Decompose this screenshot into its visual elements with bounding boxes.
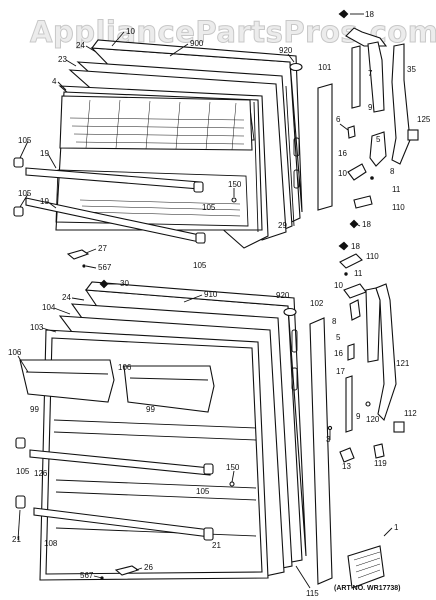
- label-18-c: 18: [351, 242, 360, 251]
- label-99-a: 99: [30, 405, 39, 414]
- label-7: 7: [368, 69, 373, 78]
- top-hinge-hardware: [338, 9, 419, 229]
- label-110-top: 110: [392, 203, 405, 212]
- label-150-bottom: 150: [226, 463, 240, 472]
- label-13: 13: [342, 462, 351, 471]
- label-105-e: 105: [16, 467, 30, 476]
- label-23: 23: [58, 55, 67, 64]
- label-106-b: 106: [118, 363, 132, 372]
- label-18-b: 18: [362, 220, 371, 229]
- label-1: 1: [394, 523, 399, 532]
- label-21-b: 21: [212, 541, 221, 550]
- fresh-food-door-assembly: [15, 279, 333, 585]
- label-10-mid: 10: [334, 281, 343, 290]
- label-920-top: 920: [279, 46, 293, 55]
- label-108: 108: [44, 539, 58, 548]
- label-910: 910: [204, 290, 218, 299]
- label-27: 27: [98, 244, 107, 253]
- leader-lines: [17, 13, 393, 589]
- label-105-d: 105: [193, 261, 207, 270]
- label-110-mid: 110: [366, 252, 379, 261]
- label-900: 900: [190, 39, 204, 48]
- label-16-mid: 16: [334, 349, 343, 358]
- label-106-a: 106: [8, 348, 22, 357]
- label-16-top: 16: [338, 149, 347, 158]
- label-104: 104: [42, 303, 56, 312]
- label-35: 35: [407, 65, 416, 74]
- label-5-top: 5: [376, 135, 381, 144]
- label-17: 17: [336, 367, 345, 376]
- freezer-door-assembly: [13, 39, 333, 268]
- label-30: 30: [120, 279, 129, 288]
- label-120: 120: [366, 415, 380, 424]
- part-labels: 10 24 900 920 23 4 101 18 7 35 9 125 6 5…: [8, 10, 431, 598]
- label-10-top: 10: [126, 27, 135, 36]
- art-number: (ART NO. WR17738): [334, 585, 401, 592]
- label-8-top: 8: [390, 167, 395, 176]
- label-125: 125: [417, 115, 431, 124]
- label-121: 121: [396, 359, 410, 368]
- label-126: 126: [34, 469, 48, 478]
- label-920-bottom: 920: [276, 291, 290, 300]
- label-19-a: 19: [40, 149, 49, 158]
- label-10-right: 10: [338, 169, 347, 178]
- label-9-top: 9: [368, 103, 373, 112]
- label-105-f: 105: [196, 487, 210, 496]
- label-11-top: 11: [392, 185, 401, 194]
- label-24-top: 24: [76, 41, 85, 50]
- label-21-a: 21: [12, 535, 21, 544]
- label-105-b: 105: [18, 189, 32, 198]
- label-567-bottom: 567: [80, 571, 94, 580]
- label-101: 101: [318, 63, 332, 72]
- label-19-b: 19: [40, 197, 49, 206]
- label-102: 102: [310, 299, 324, 308]
- label-567-top: 567: [98, 263, 112, 272]
- label-3: 3: [326, 435, 331, 444]
- bottom-hinge-hardware: [327, 241, 405, 589]
- label-5-mid: 5: [336, 333, 341, 342]
- label-105-a: 105: [18, 136, 32, 145]
- label-11-mid: 11: [354, 269, 363, 278]
- label-24-bottom: 24: [62, 293, 71, 302]
- label-18-a: 18: [365, 10, 374, 19]
- label-9-mid: 9: [356, 412, 361, 421]
- label-4: 4: [52, 77, 57, 86]
- label-119: 119: [374, 459, 387, 468]
- label-103: 103: [30, 323, 44, 332]
- label-8-mid: 8: [332, 317, 337, 326]
- label-150-top: 150: [228, 180, 242, 189]
- label-105-c: 105: [202, 203, 216, 212]
- label-6: 6: [336, 115, 341, 124]
- label-26: 26: [144, 563, 153, 572]
- label-115: 115: [306, 589, 319, 598]
- label-99-b: 99: [146, 405, 155, 414]
- label-29: 29: [278, 221, 287, 230]
- label-112: 112: [404, 409, 417, 418]
